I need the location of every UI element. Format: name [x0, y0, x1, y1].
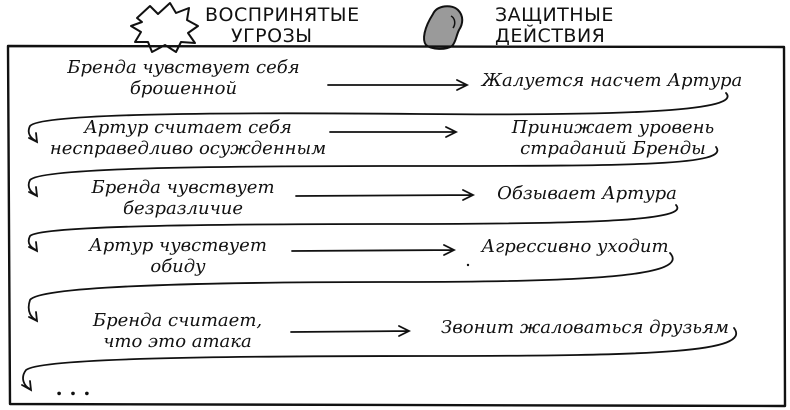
return-curve-1	[27, 92, 729, 144]
arrow-2	[329, 126, 459, 138]
frame-border	[6, 44, 787, 408]
return-curve-2	[27, 146, 719, 198]
arrow-1	[327, 79, 470, 91]
arrow-4	[291, 244, 457, 256]
arrow-3	[295, 189, 476, 201]
return-curve-5	[21, 327, 737, 392]
return-curve-3	[27, 204, 679, 253]
action-3: Обзывает Артура	[497, 183, 677, 204]
ellipsis: . . .	[55, 376, 91, 400]
ink-dot	[466, 263, 470, 267]
burst-icon	[130, 2, 199, 53]
defense-title: ЗАЩИТНЫЕ ДЕЙСТВИЯ	[495, 4, 614, 47]
shield-icon	[423, 5, 464, 50]
action-1: Жалуется насчет Артура	[481, 70, 743, 91]
arrow-5	[290, 325, 412, 337]
threat-5: Бренда считает,что это атака	[92, 310, 263, 352]
return-curve-4	[27, 252, 674, 323]
action-4: Агрессивно уходит	[481, 236, 669, 257]
threats-title: ВОСПРИНЯТЫЕ УГРОЗЫ	[205, 4, 360, 47]
action-5: Звонит жаловаться друзьям	[441, 317, 729, 338]
